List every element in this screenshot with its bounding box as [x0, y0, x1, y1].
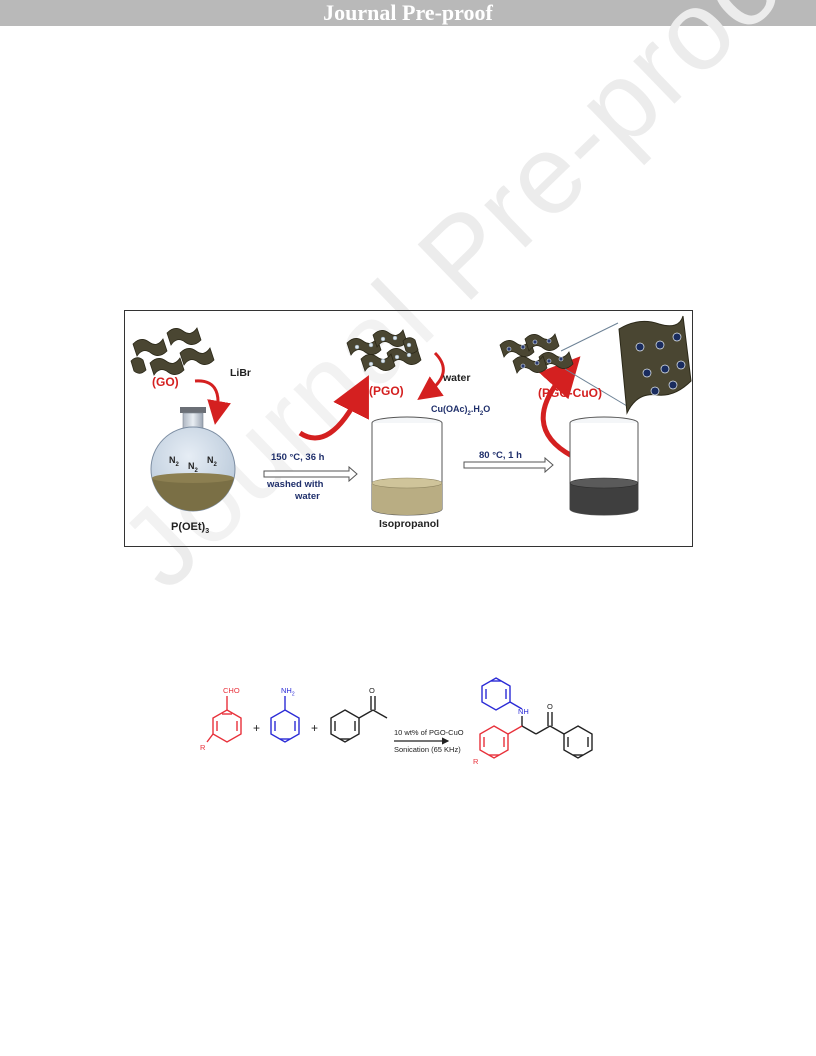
- aniline-nh2-label: NH2: [281, 686, 295, 698]
- n2-label-2: N2: [188, 461, 198, 474]
- scheme-synthesis-drawing: [130, 315, 692, 516]
- cuo-particles: [506, 338, 564, 369]
- pgo-surface-dots: [354, 335, 412, 367]
- plus-sign-1: +: [253, 721, 261, 735]
- pgo-label: (PGO): [369, 384, 404, 398]
- round-bottom-flask-icon: [150, 407, 236, 512]
- pgocuo-sheets-icon: [499, 333, 574, 374]
- go-sheets-icon: [130, 327, 215, 376]
- step1-conditions-bottom-2: water: [295, 491, 320, 502]
- product-amine-ring: [481, 677, 523, 711]
- scheme-reaction-drawing: [206, 677, 593, 759]
- condition-catalyst: 10 wt% of PGO-CuO: [394, 728, 464, 737]
- pgocuo-label: (PGO-CuO): [538, 386, 602, 400]
- journal-banner-title: Journal Pre-proof: [323, 0, 493, 25]
- water-arrow: [417, 351, 445, 400]
- aldehyde-cho-label: CHO: [223, 686, 240, 695]
- n2-label-1: N2: [169, 455, 179, 468]
- plus-sign-2: +: [311, 721, 319, 735]
- step1-arrow: [263, 465, 358, 483]
- libr-arrow: [194, 379, 231, 425]
- isopropanol-beaker-icon: [371, 416, 443, 516]
- product-o-label: O: [547, 702, 553, 711]
- scheme-reaction-figure: CHO R + NH2 + O 10 wt% of PGO-CuO Sonica…: [190, 664, 620, 774]
- libr-label: LiBr: [230, 367, 251, 379]
- step2-arrow: [463, 456, 554, 474]
- acetophenone-structure: [330, 696, 388, 743]
- journal-banner: [0, 0, 816, 26]
- go-label: (GO): [152, 375, 179, 389]
- product-backbone: [521, 712, 593, 759]
- step2-conditions: 80 °C, 1 h: [479, 450, 522, 461]
- step1-conditions-bottom-1: washed with: [267, 479, 324, 490]
- product-r-label: R: [473, 757, 479, 766]
- pgo-formation-arrow: [298, 375, 369, 441]
- scheme-synthesis-figure: (GO) LiBr N2 N2 N2 P(OEt)3 150 °C, 36 h …: [124, 310, 693, 547]
- n2-label-3: N2: [207, 455, 217, 468]
- pgo-sheets-icon: [346, 329, 422, 372]
- pgocuo-beaker-icon: [569, 416, 639, 516]
- pgocuo-zoom-sheet-icon: [618, 315, 692, 415]
- product-nh-label: NH: [518, 707, 529, 716]
- aniline-structure: [270, 696, 300, 743]
- product-aryl-ring: [479, 725, 523, 759]
- poet-label: P(OEt)3: [171, 521, 210, 536]
- cu-reagent-label: Cu(OAc)2.H2O: [431, 404, 491, 417]
- ketone-o-label: O: [369, 686, 375, 695]
- step1-conditions-top: 150 °C, 36 h: [271, 452, 325, 463]
- condition-sonication: Sonication (65 KHz): [394, 745, 461, 754]
- benzaldehyde-structure: [206, 696, 242, 743]
- isopropanol-label: Isopropanol: [379, 518, 440, 530]
- water-label: water: [443, 372, 471, 384]
- aldehyde-r-label: R: [200, 743, 206, 752]
- pgocuo-formation-arrow: [538, 356, 581, 459]
